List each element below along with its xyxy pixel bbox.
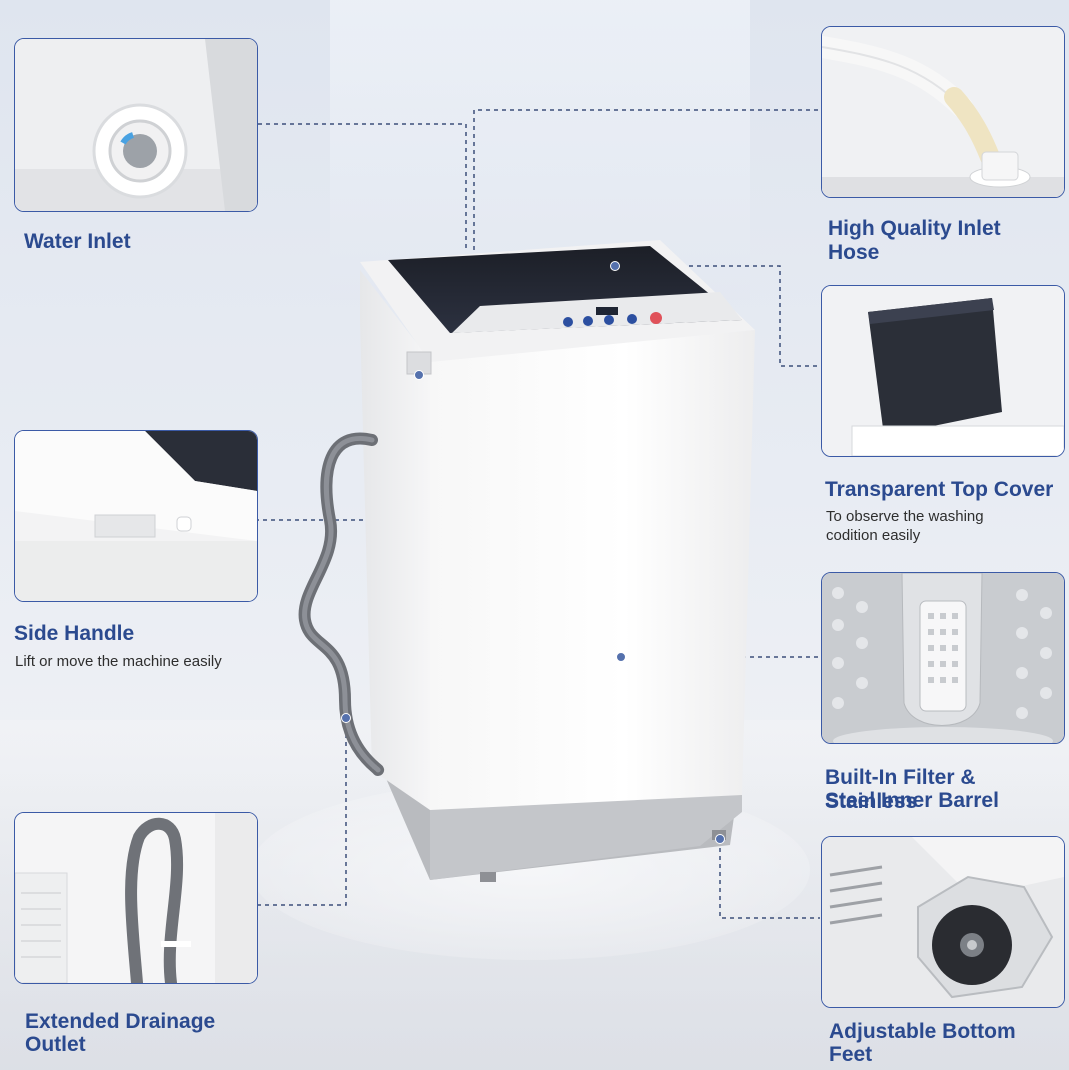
feet-title-line1: Adjustable Bottom — [829, 1020, 1016, 1043]
drainage-photo — [14, 812, 258, 984]
feet-photo — [821, 836, 1065, 1008]
feet-title-line2: Feet — [829, 1043, 873, 1066]
water-inlet-photo — [14, 38, 258, 212]
side-handle-description: Lift or move the machine easily — [15, 653, 222, 670]
filter-photo — [821, 572, 1065, 744]
top-cover-description-line1: To observe the washing — [826, 508, 984, 525]
drainage-title-line2: Outlet — [25, 1033, 86, 1056]
side-handle-title: Side Handle — [14, 622, 135, 645]
marker-dot-top-cover — [610, 261, 620, 271]
marker-dot-feet — [715, 834, 725, 844]
connector-side-handle — [258, 376, 420, 521]
background-window — [330, 0, 750, 300]
marker-dot-side-handle — [414, 370, 424, 380]
top-cover-title: Transparent Top Cover — [825, 478, 1054, 501]
side-handle-photo — [14, 430, 258, 602]
drainage-title-line1: Extended Drainage — [25, 1010, 216, 1033]
water-inlet-title: Water Inlet — [24, 230, 131, 253]
filter-title-line2: Steel Inner Barrel — [825, 789, 999, 812]
inlet-hose-title-line2: Hose — [828, 241, 880, 264]
inlet-hose-photo — [821, 26, 1065, 198]
marker-dot-drainage — [341, 713, 351, 723]
background-rug — [250, 780, 810, 960]
top-cover-description-line2: codition easily — [826, 527, 921, 544]
top-cover-photo — [821, 285, 1065, 457]
filter-title-line1: Built-In Filter & Stainless — [825, 766, 976, 813]
inlet-hose-title-line1: High Quality Inlet — [828, 217, 1001, 240]
marker-dot-filter — [616, 652, 626, 662]
